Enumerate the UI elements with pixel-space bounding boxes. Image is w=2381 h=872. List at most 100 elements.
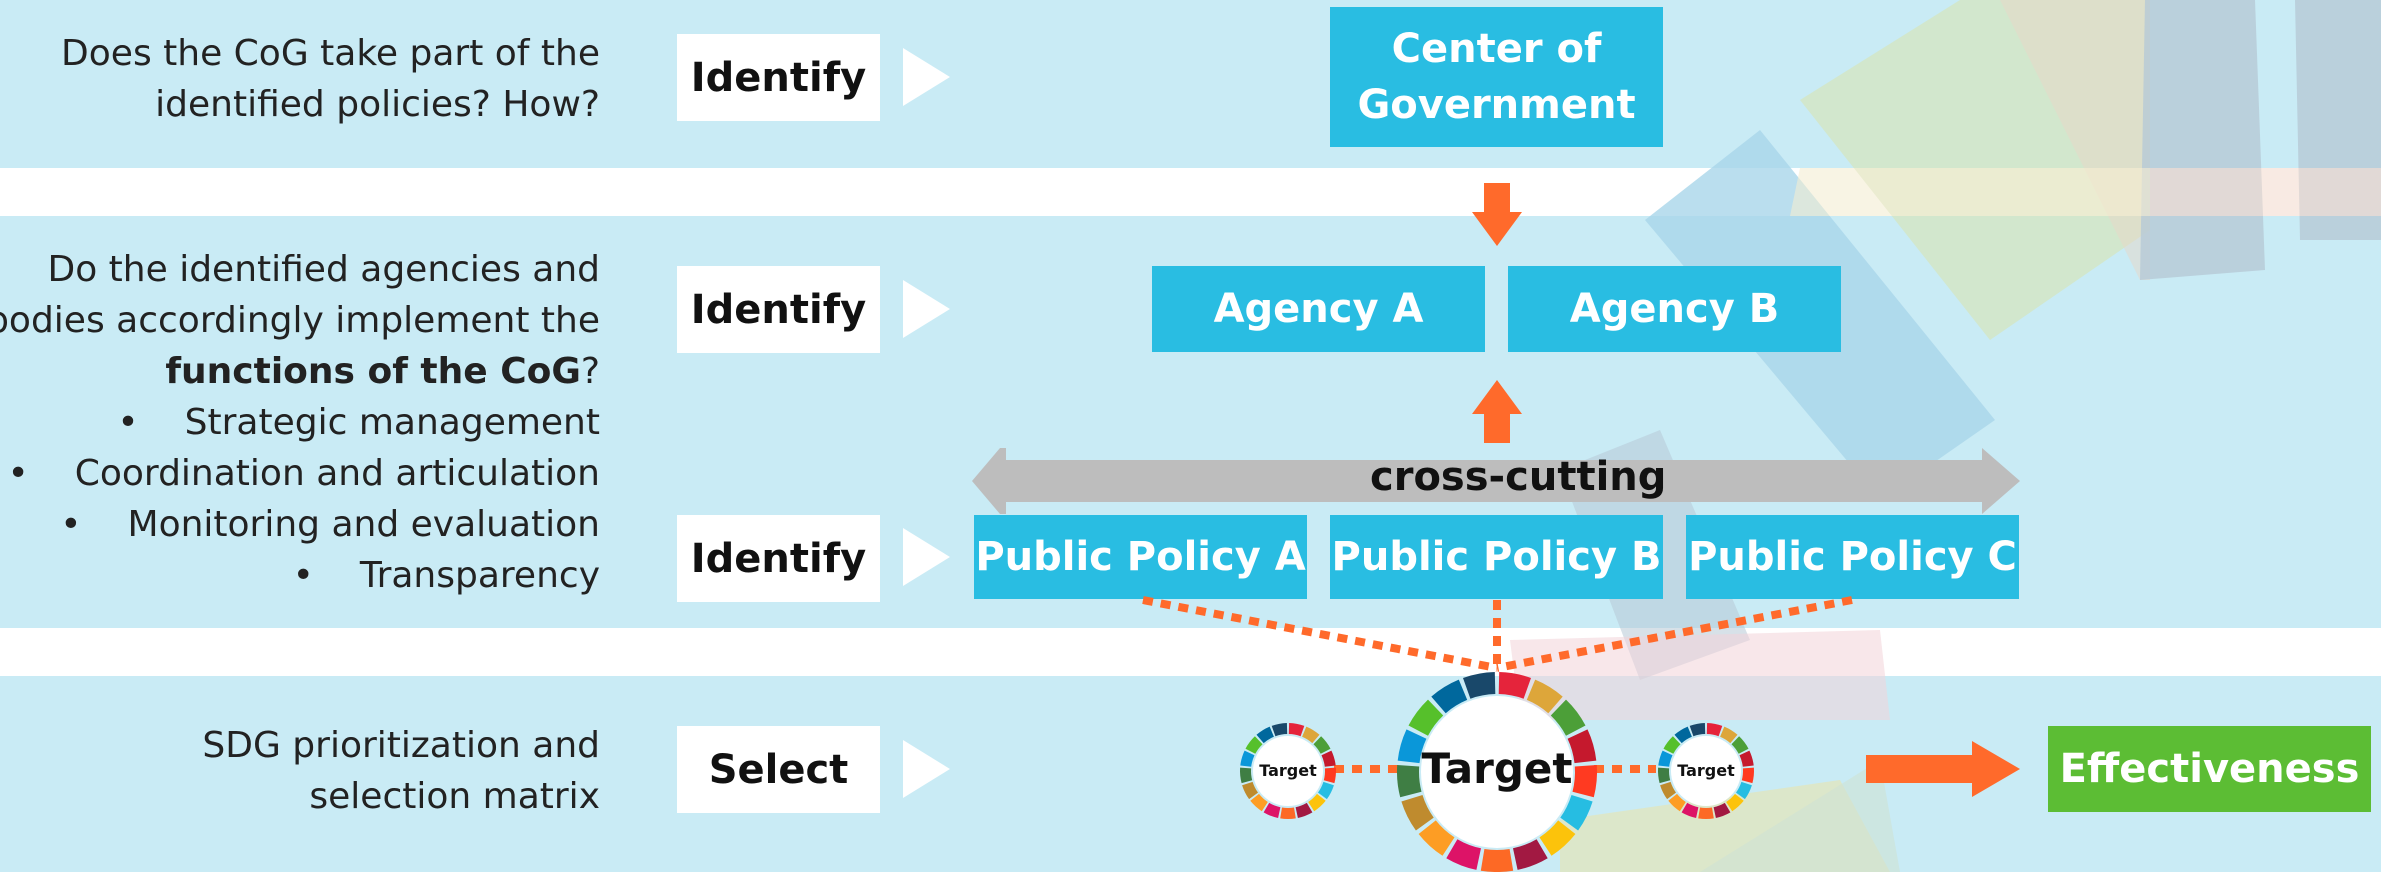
sdg-wheel-segment: [1408, 699, 1444, 736]
sdg-wheel-segment: [1720, 726, 1738, 744]
agency-a-box: Agency A: [1152, 266, 1485, 352]
effectiveness-label: Effectiveness: [2059, 746, 2360, 792]
sdg-wheel-segment: [1663, 736, 1681, 754]
sdg-wheel-segment: [1302, 726, 1320, 744]
question-mark: ?: [580, 351, 600, 392]
public-policy-a-box: Public Policy A: [974, 515, 1307, 599]
sdg-wheel-segment: [1401, 795, 1434, 831]
triangle-arrow-icon: [903, 528, 950, 586]
identify-cog-box: Identify: [677, 34, 880, 121]
sdg-wheel-segment: [1323, 767, 1337, 784]
target-circle: [1253, 736, 1323, 806]
sdg-wheel-segment: [1657, 767, 1671, 784]
sdg-wheel-segment: [1560, 795, 1593, 831]
target-right-wheel-icon: [1657, 723, 1755, 820]
question-line-bold: functions of the CoG?: [0, 346, 600, 397]
down-arrow-icon: [1472, 183, 1522, 246]
sdg-wheel-segment: [1313, 736, 1331, 754]
action-label: Identify: [690, 54, 867, 101]
sdg-wheel-segment: [1250, 793, 1268, 812]
cross-cutting-arrow-icon: [972, 448, 2020, 514]
select-target-box: Select: [677, 726, 880, 813]
policy-label: Public Policy A: [975, 534, 1306, 580]
sdg-wheel-segment: [1526, 679, 1563, 714]
target-main-label: Target: [1421, 744, 1573, 793]
sdg-wheel-segment: [1498, 672, 1531, 699]
sdg-wheel-segment: [1480, 849, 1514, 872]
sdg-wheel-segment: [1572, 765, 1598, 798]
functions-of-cog-text: functions of the CoG: [165, 351, 581, 392]
policy-to-target-dotted-lines: [1142, 596, 1853, 773]
bullet-glyph: •: [7, 453, 29, 494]
sdg-wheel-segment: [1698, 807, 1714, 820]
policy-label: Public Policy C: [1688, 534, 2017, 580]
sdg-wheel-segment: [1681, 802, 1699, 818]
sdg-wheel-segment: [1295, 802, 1313, 818]
sdg-wheel-segment: [1245, 736, 1263, 754]
sdg-wheel-segment: [1567, 729, 1597, 764]
sdg-wheel-segment: [1239, 767, 1253, 784]
sdg-wheel-segment: [1288, 723, 1305, 737]
sdg-wheel-segment: [1256, 726, 1274, 744]
question-line: identified policies? How?: [155, 84, 600, 125]
sdg-wheel-segment: [1271, 723, 1288, 737]
target-main-wheel-icon: [1396, 672, 1598, 872]
sdg-wheel-segment: [1318, 781, 1334, 800]
action-label: Select: [708, 746, 849, 793]
bullet-label: Transparency: [359, 555, 600, 596]
sdg-wheel-segment: [1240, 750, 1255, 767]
center-of-government-label: Center of Government: [1357, 26, 1636, 128]
triangle-arrow-icon: [903, 740, 950, 798]
up-arrow-icon: [1472, 380, 1522, 443]
sdg-wheel-segment: [1726, 793, 1744, 812]
sdg-wheel-segment: [1321, 750, 1336, 767]
identify-agencies-box: Identify: [677, 266, 880, 353]
action-label: Identify: [690, 535, 867, 582]
bullet-label: Strategic management: [184, 402, 600, 443]
question-sdg-matrix: SDG prioritization and selection matrix: [202, 720, 600, 822]
sdg-wheel-segment: [1418, 820, 1455, 856]
question-cog-participation: Does the CoG take part of the identified…: [61, 28, 600, 130]
agency-label: Agency A: [1213, 286, 1424, 332]
sdg-wheel-segment: [1658, 750, 1673, 767]
public-policy-b-box: Public Policy B: [1330, 515, 1663, 599]
question-line: selection matrix: [309, 776, 600, 817]
sdg-wheel-segment: [1539, 820, 1576, 856]
agency-label: Agency B: [1569, 286, 1780, 332]
bullet-item: •Transparency: [0, 550, 600, 601]
target-left-label: Target: [1259, 761, 1317, 780]
sdg-wheel-segment: [1550, 699, 1586, 736]
bullet-item: •Monitoring and evaluation: [0, 499, 600, 550]
sdg-wheel-segment: [1689, 723, 1706, 737]
effectiveness-box: Effectiveness: [2048, 726, 2371, 812]
question-line: bodies accordingly implement the: [0, 300, 600, 341]
sdg-wheel-segment: [1739, 750, 1754, 767]
target-circle: [1421, 696, 1573, 848]
sdg-wheel-segment: [1396, 765, 1422, 798]
sdg-wheel-segment: [1713, 802, 1731, 818]
bullet-label: Coordination and articulation: [74, 453, 600, 494]
sdg-wheel-segment: [1397, 729, 1427, 764]
sdg-wheel-segment: [1463, 672, 1496, 699]
right-arrow-icon: [1866, 741, 2020, 797]
public-policy-c-box: Public Policy C: [1686, 515, 2019, 599]
sdg-wheel-segment: [1263, 802, 1281, 818]
sdg-wheel-segment: [1242, 781, 1258, 800]
sdg-wheel-segment: [1513, 839, 1548, 870]
sdg-wheel-segment: [1731, 736, 1749, 754]
question-line: Do the identified agencies and: [47, 249, 600, 290]
target-circle: [1671, 736, 1741, 806]
center-of-government-box: Center of Government: [1330, 7, 1663, 147]
bullet-item: •Strategic management: [0, 397, 600, 448]
sdg-wheel-segment: [1741, 767, 1755, 784]
target-right-label: Target: [1677, 761, 1735, 780]
action-label: Identify: [690, 286, 867, 333]
cross-cutting-label: cross-cutting: [1370, 454, 1667, 500]
policy-label: Public Policy B: [1331, 534, 1662, 580]
sdg-wheel-segment: [1280, 807, 1296, 820]
sdg-wheel-segment: [1431, 679, 1468, 714]
triangle-arrow-icon: [903, 48, 950, 106]
identify-policies-box: Identify: [677, 515, 880, 602]
